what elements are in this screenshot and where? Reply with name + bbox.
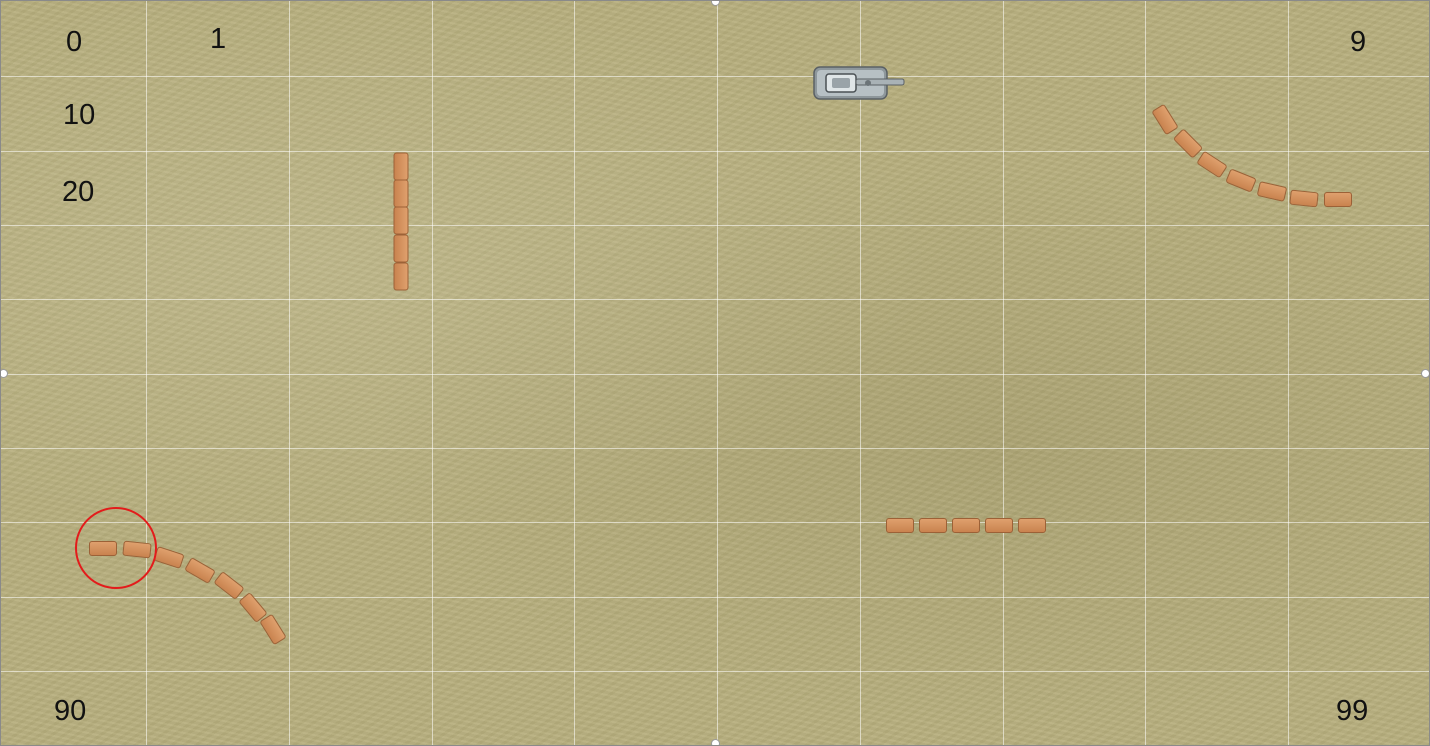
brick (1151, 103, 1179, 135)
cell-label-1: 1 (210, 23, 227, 55)
resize-handle-bottom[interactable] (711, 739, 720, 746)
grid-line-vertical (574, 0, 575, 746)
grid-line-horizontal (0, 522, 1430, 523)
grid-line-vertical (717, 0, 718, 746)
grid-line-vertical (289, 0, 290, 746)
brick (393, 206, 409, 234)
grid-line-horizontal (0, 151, 1430, 152)
brick (393, 152, 409, 180)
grid-line-vertical (1145, 0, 1146, 746)
grid-line-horizontal (0, 671, 1430, 672)
brick (1225, 167, 1257, 193)
grid-line-vertical (432, 0, 433, 746)
resize-handle-right[interactable] (1421, 369, 1430, 378)
brick (1172, 127, 1204, 159)
brick (1256, 180, 1288, 202)
grid-line-horizontal (0, 225, 1430, 226)
selection-ring (75, 507, 157, 589)
brick (886, 517, 914, 533)
grid-line-vertical (1003, 0, 1004, 746)
grid-line-vertical (860, 0, 861, 746)
grid-line-horizontal (0, 299, 1430, 300)
grid-line-horizontal (0, 374, 1430, 375)
brick (184, 556, 216, 584)
cell-label-0: 0 (66, 26, 83, 58)
brick (153, 545, 185, 569)
brick (393, 262, 409, 290)
grid-line-horizontal (0, 448, 1430, 449)
brick (1289, 189, 1319, 207)
resize-handle-left[interactable] (0, 369, 8, 378)
brick (1018, 517, 1046, 533)
brick (393, 234, 409, 262)
cell-label-9: 9 (1350, 26, 1367, 58)
brick (1196, 150, 1228, 178)
tank-icon[interactable] (812, 64, 907, 102)
cell-label-10: 10 (63, 99, 96, 131)
grid-line-horizontal (0, 597, 1430, 598)
resize-handle-top[interactable] (711, 0, 720, 6)
grid-line-vertical (146, 0, 147, 746)
brick (919, 517, 947, 533)
grid-line-vertical (1288, 0, 1289, 746)
brick (952, 517, 980, 533)
cell-label-20: 20 (62, 176, 95, 208)
grid-line-horizontal (0, 76, 1430, 77)
brick (1324, 191, 1352, 207)
brick (213, 570, 245, 600)
brick (985, 517, 1013, 533)
cell-label-99: 99 (1336, 695, 1369, 727)
cell-label-90: 90 (54, 695, 87, 727)
brick (259, 613, 287, 645)
brick (393, 179, 409, 207)
